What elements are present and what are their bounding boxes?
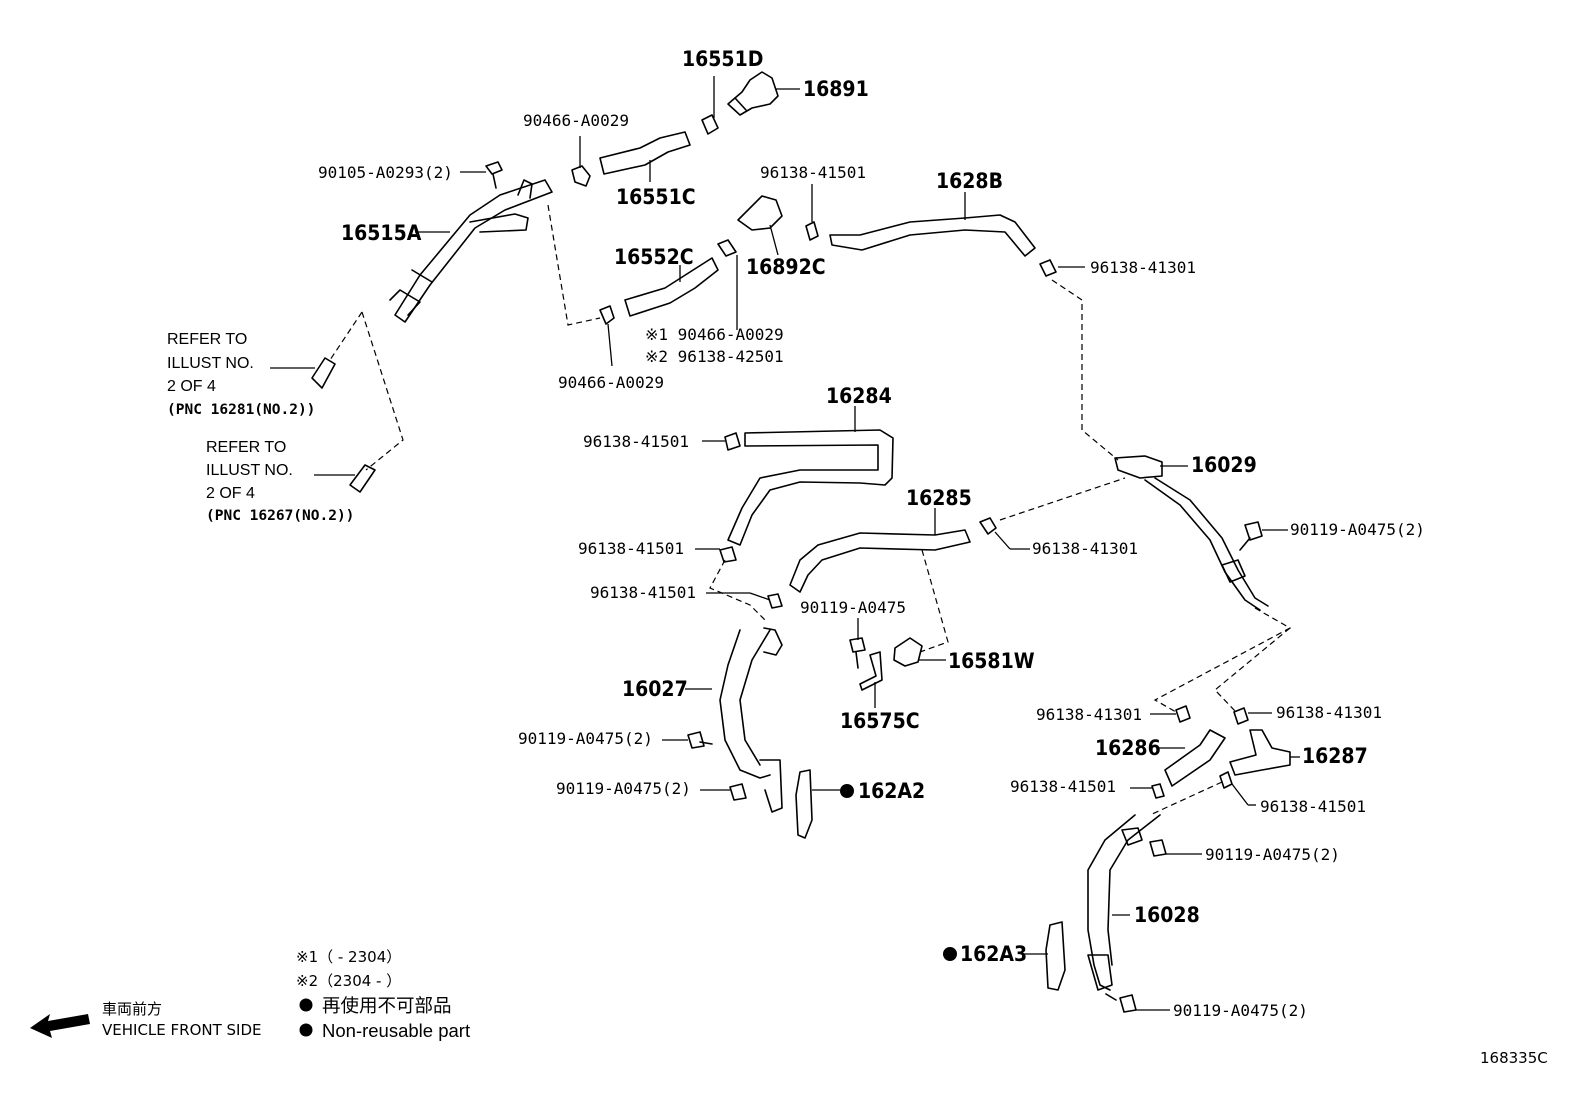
vehicle-front-arrow-icon	[30, 1014, 90, 1038]
clamp-96138-41501-c-drawing	[767, 593, 783, 609]
illustration-number: 168335C	[1480, 1049, 1548, 1067]
label-96138-41501-l[interactable]: 96138-41501	[1010, 777, 1116, 796]
refer-pipe-1	[311, 357, 336, 389]
refer2-line2: ILLUST NO.	[206, 462, 293, 479]
label-96138-41501-a[interactable]: 96138-41501	[583, 432, 689, 451]
label-16284[interactable]: 16284	[826, 384, 892, 408]
label-162A2[interactable]: 162A2	[858, 779, 925, 803]
label-16285[interactable]: 16285	[906, 486, 972, 510]
label-96138-41501-c[interactable]: 96138-41501	[590, 583, 696, 602]
nonreusable-bullet-162A3	[943, 947, 957, 961]
refer2-line3: 2 OF 4	[206, 485, 255, 502]
label-16287[interactable]: 16287	[1302, 744, 1368, 768]
label-90119-left2[interactable]: 90119-A0475(2)	[556, 779, 691, 798]
legend-nonreusable-en: Non-reusable part	[322, 1020, 470, 1041]
clamps-lower-right-drawing	[1151, 705, 1249, 799]
label-16581W[interactable]: 16581W	[948, 649, 1035, 673]
label-90466-top[interactable]: 90466-A0029	[523, 111, 629, 130]
pipe-16028-drawing	[1087, 814, 1161, 991]
label-90119-right[interactable]: 90119-A0475(2)	[1290, 520, 1425, 539]
connector-16891-drawing	[727, 71, 779, 116]
label-96138-41301-l[interactable]: 96138-41301	[1036, 705, 1142, 724]
note-2: ※2 96138-42501	[645, 347, 784, 366]
bolt-90105-drawing	[485, 161, 503, 189]
legend-nonreusable-jp: 再使用不可部品	[322, 995, 452, 1016]
clamp-96138-top-drawing	[805, 221, 1057, 277]
refer1-line4[interactable]: (PNC 16281(NO.2))	[167, 402, 315, 418]
label-16515A[interactable]: 16515A	[341, 221, 422, 245]
label-96138-41501-top[interactable]: 96138-41501	[760, 163, 866, 182]
bolts-16027-drawing	[687, 731, 747, 801]
hose-16551C-drawing	[599, 131, 691, 175]
refer2-line1: REFER TO	[206, 439, 286, 456]
label-16027[interactable]: 16027	[622, 677, 688, 701]
pipe-16027-drawing	[719, 627, 813, 839]
label-96138-41301-top[interactable]: 96138-41301	[1090, 258, 1196, 277]
label-90119-r2[interactable]: 90119-A0475(2)	[1205, 845, 1340, 864]
hose-16552C-drawing	[624, 257, 719, 317]
label-90119-center[interactable]: 90119-A0475	[800, 598, 906, 617]
pipe-16515A-drawing	[389, 179, 553, 323]
label-16575C[interactable]: 16575C	[840, 709, 920, 733]
clamp-90466-top-drawing	[571, 165, 591, 187]
pipe-16029-drawing	[1114, 455, 1269, 611]
hose-16284-drawing	[727, 429, 894, 546]
label-16028[interactable]: 16028	[1134, 903, 1200, 927]
label-90119-r3[interactable]: 90119-A0475(2)	[1173, 1001, 1308, 1020]
hose-16287-drawing	[1229, 729, 1291, 776]
refer1-line2: ILLUST NO.	[167, 355, 254, 372]
label-96138-41301-mid[interactable]: 96138-41301	[1032, 539, 1138, 558]
label-162A3[interactable]: 162A3	[960, 942, 1027, 966]
label-96138-41501-b[interactable]: 96138-41501	[578, 539, 684, 558]
label-96138-41301-r[interactable]: 96138-41301	[1276, 703, 1382, 722]
refer1-line1: REFER TO	[167, 331, 247, 348]
hose-16285-drawing	[789, 529, 971, 593]
label-96138-41501-r[interactable]: 96138-41501	[1260, 797, 1366, 816]
label-16891[interactable]: 16891	[803, 77, 869, 101]
label-90105[interactable]: 90105-A0293(2)	[318, 163, 453, 182]
clamp-lower-drawing	[599, 239, 737, 325]
leader-lines	[270, 76, 1300, 1011]
clamp-16551D-drawing	[701, 114, 719, 135]
vehicle-front-jp: 車両前方	[102, 1000, 162, 1018]
label-16286[interactable]: 16286	[1095, 736, 1161, 760]
legend-note-1: ※1（ - 2304）	[296, 948, 401, 966]
clamp-16284-drawing	[719, 432, 741, 563]
bolt-90119-right-drawing	[1239, 521, 1263, 551]
connector-16892C-drawing	[737, 195, 783, 231]
label-16552C[interactable]: 16552C	[614, 245, 694, 269]
dashed-lines	[329, 204, 1292, 816]
label-16029[interactable]: 16029	[1191, 453, 1257, 477]
vehicle-front-en: VEHICLE FRONT SIDE	[102, 1021, 262, 1039]
note-1: ※1 90466-A0029	[645, 325, 784, 344]
label-16551C[interactable]: 16551C	[616, 185, 696, 209]
label-90466-bottom[interactable]: 90466-A0029	[558, 373, 664, 392]
hose-1628B-drawing	[829, 214, 1036, 257]
nonreusable-bullet-162A2	[840, 784, 854, 798]
refer2-line4[interactable]: (PNC 16267(NO.2))	[206, 508, 354, 524]
clamp-96138-41301-mid-drawing	[979, 517, 997, 535]
label-16551D[interactable]: 16551D	[682, 47, 763, 71]
refer1-line3: 2 OF 4	[167, 378, 216, 395]
legend-note-2: ※2（2304 - ）	[296, 972, 401, 990]
hose-16286-drawing	[1164, 729, 1226, 787]
legend-bullet-en	[299, 1023, 313, 1037]
bolt-90119-center-drawing	[849, 637, 866, 669]
bracket-16575C-drawing	[859, 651, 883, 691]
label-16892C[interactable]: 16892C	[746, 255, 826, 279]
bracket-162A3-drawing	[1045, 921, 1066, 991]
label-90119-left1[interactable]: 90119-A0475(2)	[518, 729, 653, 748]
legend-bullet-jp	[299, 998, 313, 1012]
refer-pipe-2	[349, 464, 376, 493]
label-1628B[interactable]: 1628B	[936, 169, 1003, 193]
bracket-16581W-drawing	[893, 637, 923, 667]
